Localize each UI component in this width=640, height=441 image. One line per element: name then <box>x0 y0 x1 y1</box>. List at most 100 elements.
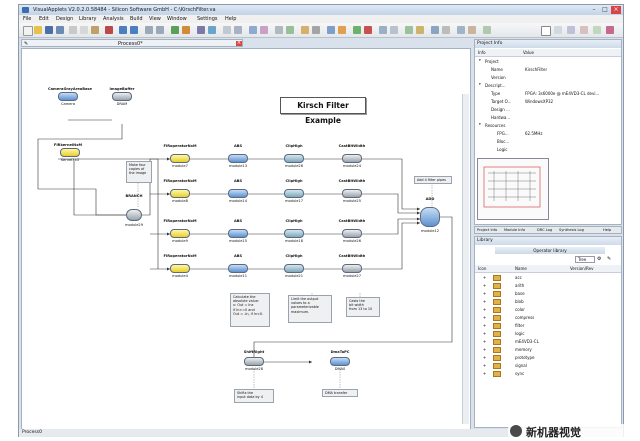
menu-file[interactable]: File <box>23 16 32 22</box>
library-item[interactable]: +acc <box>475 274 625 282</box>
clip1-operator[interactable] <box>284 154 304 163</box>
tool5-icon[interactable] <box>567 26 575 34</box>
expand-plus-icon[interactable]: + <box>483 315 487 320</box>
window-icon[interactable] <box>327 26 335 34</box>
dma-operator[interactable] <box>330 357 350 366</box>
tool2-icon[interactable] <box>468 26 476 34</box>
expand-plus-icon[interactable]: + <box>483 339 487 344</box>
library-item[interactable]: +logic <box>475 330 625 338</box>
stop-icon[interactable] <box>364 26 372 34</box>
menu-view[interactable]: View <box>149 16 161 22</box>
branch-operator[interactable] <box>126 209 142 221</box>
project-info-row[interactable]: FPG...62.5MHz <box>477 130 627 137</box>
library-item[interactable]: +filter <box>475 322 625 330</box>
zoom-out-icon[interactable] <box>156 26 164 34</box>
menu-edit[interactable]: Edit <box>39 16 49 22</box>
hierarchy-icon[interactable] <box>223 26 231 34</box>
build-icon[interactable] <box>182 26 190 34</box>
expand-arrow-icon[interactable]: ▾ <box>479 122 481 126</box>
module-icon[interactable] <box>208 26 216 34</box>
menu-library[interactable]: Library <box>79 16 97 22</box>
expand-plus-icon[interactable]: + <box>483 283 487 288</box>
clip3-operator[interactable] <box>284 229 304 238</box>
link-icon[interactable] <box>234 26 242 34</box>
expand-plus-icon[interactable]: + <box>483 307 487 312</box>
resource-icon[interactable] <box>260 26 268 34</box>
library-item[interactable]: +color <box>475 306 625 314</box>
redo-icon[interactable] <box>130 26 138 34</box>
project-info-row[interactable]: Bloc... <box>477 138 627 145</box>
menu-settings[interactable]: Settings <box>197 16 218 22</box>
settings-icon[interactable] <box>312 26 320 34</box>
version-column[interactable]: Version/Rev <box>570 266 594 271</box>
minimize-button[interactable]: – <box>592 6 596 13</box>
library-tool-icon[interactable]: ⚙ <box>597 256 602 262</box>
run-icon[interactable] <box>353 26 361 34</box>
zoom-in-icon[interactable] <box>145 26 153 34</box>
abs4-operator[interactable] <box>228 264 248 273</box>
cast1-operator[interactable] <box>342 154 362 163</box>
fir1-operator[interactable] <box>170 154 190 163</box>
tool3-icon[interactable] <box>483 26 491 34</box>
expand-plus-icon[interactable]: + <box>483 331 487 336</box>
canvas-vertical-scrollbar[interactable] <box>462 94 469 424</box>
library-item[interactable]: +arith <box>475 282 625 290</box>
parameter-icon[interactable] <box>249 26 257 34</box>
abs3-operator[interactable] <box>228 229 248 238</box>
export-icon[interactable] <box>338 26 346 34</box>
layout-icon[interactable] <box>379 26 387 34</box>
cast2-operator[interactable] <box>342 189 362 198</box>
expand-arrow-icon[interactable]: ▾ <box>479 82 481 86</box>
expand-plus-icon[interactable]: + <box>483 291 487 296</box>
tab-drc-log[interactable]: DRC Log <box>537 228 553 232</box>
project-info-row[interactable]: Target O...WindowsXP32 <box>477 98 627 105</box>
project-info-row[interactable]: ▾Resources <box>477 122 627 129</box>
fir4-operator[interactable] <box>170 264 190 273</box>
bookmark-icon[interactable] <box>301 26 309 34</box>
shift-operator[interactable] <box>244 357 264 366</box>
clip2-operator[interactable] <box>284 189 304 198</box>
menu-help[interactable]: Help <box>225 16 237 22</box>
fir2-operator[interactable] <box>170 189 190 198</box>
library-item[interactable]: +base <box>475 290 625 298</box>
tool4-icon[interactable] <box>554 26 562 34</box>
menu-design[interactable]: Design <box>56 16 74 22</box>
abs1-operator[interactable] <box>228 154 248 163</box>
tool6-icon[interactable] <box>580 26 588 34</box>
close-button[interactable]: × <box>611 6 621 14</box>
cast3-operator[interactable] <box>342 229 362 238</box>
view-select[interactable]: Tree <box>575 256 595 263</box>
imagebuffer-operator[interactable] <box>112 92 132 101</box>
navigator-thumbnail[interactable] <box>477 158 549 220</box>
expand-plus-icon[interactable]: + <box>483 323 487 328</box>
menu-window[interactable]: Window <box>167 16 187 22</box>
tool-icon[interactable] <box>457 26 465 34</box>
align-icon[interactable] <box>390 26 398 34</box>
save-all-icon[interactable] <box>56 26 64 34</box>
undo-icon[interactable] <box>119 26 127 34</box>
abs2-operator[interactable] <box>228 189 248 198</box>
library-item[interactable]: +blob <box>475 298 625 306</box>
library-item[interactable]: +prototype <box>475 354 625 362</box>
navigate-icon[interactable] <box>431 26 439 34</box>
library-settings-icon[interactable]: ✎ <box>607 256 612 262</box>
lock-icon[interactable] <box>442 26 450 34</box>
expand-plus-icon[interactable]: + <box>483 275 487 280</box>
expand-plus-icon[interactable]: + <box>483 347 487 352</box>
tab-project-info[interactable]: Project Info <box>477 228 498 232</box>
expand-plus-icon[interactable]: + <box>483 355 487 360</box>
expand-plus-icon[interactable]: + <box>483 371 487 376</box>
name-column[interactable]: Name <box>515 266 527 271</box>
camera-operator[interactable] <box>58 92 78 101</box>
pointer-icon[interactable] <box>541 26 551 36</box>
drc-icon[interactable] <box>197 26 205 34</box>
copy-icon[interactable] <box>80 26 88 34</box>
tool7-icon[interactable] <box>593 26 601 34</box>
probe-icon[interactable] <box>286 26 294 34</box>
expand-arrow-icon[interactable]: ▾ <box>479 58 481 62</box>
expand-plus-icon[interactable]: + <box>483 299 487 304</box>
grid-icon[interactable] <box>275 26 283 34</box>
add-operator[interactable] <box>420 207 440 227</box>
